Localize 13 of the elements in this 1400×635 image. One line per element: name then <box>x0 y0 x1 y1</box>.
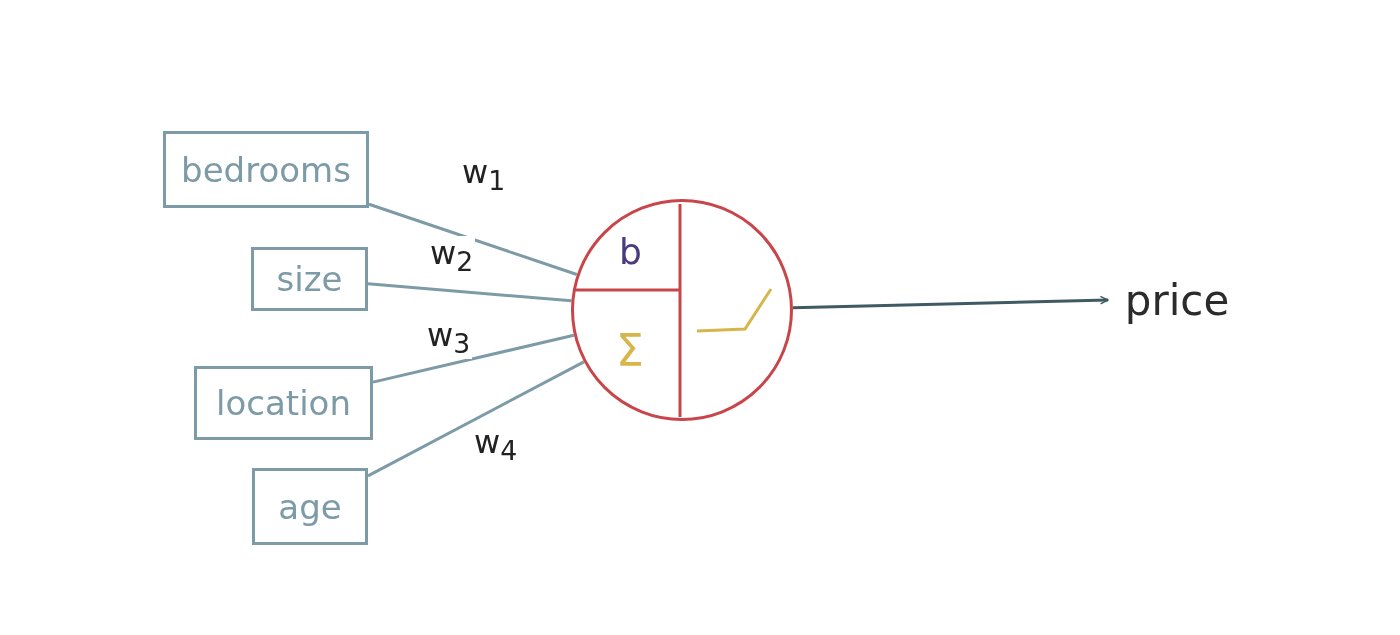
sum-symbol: Σ <box>616 329 644 373</box>
output-label: price <box>1112 270 1242 330</box>
input-box: age <box>252 468 368 545</box>
bias-symbol: b <box>619 234 642 270</box>
input-box: location <box>194 366 373 440</box>
connector-line <box>372 333 575 384</box>
connector-line <box>367 360 585 478</box>
input-box: size <box>251 247 368 311</box>
input-box: bedrooms <box>163 131 369 208</box>
neuron-circle <box>571 199 793 421</box>
connector-line <box>368 202 578 276</box>
connector-line <box>367 282 572 303</box>
arrow <box>792 295 1109 310</box>
